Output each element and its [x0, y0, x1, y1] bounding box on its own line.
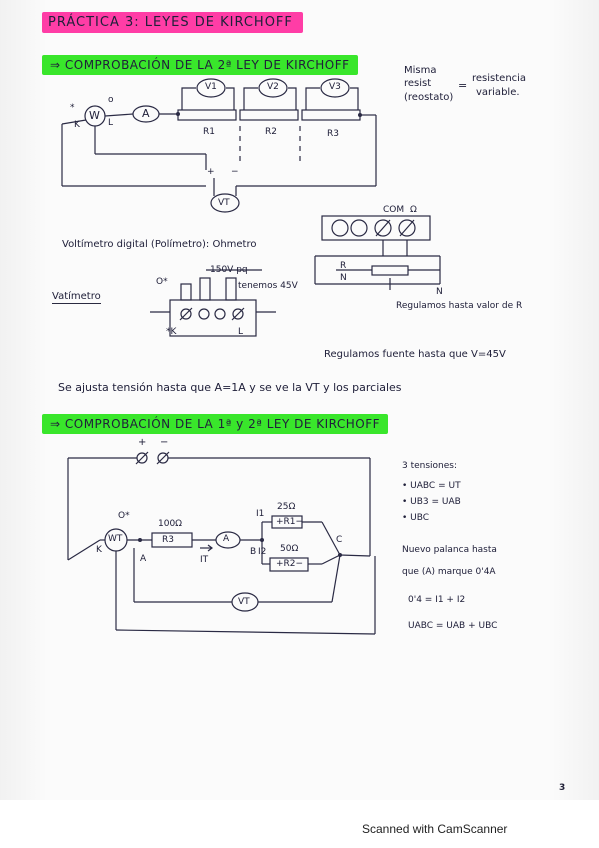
- notes2-line-6: que (A) marque 0'4A: [402, 567, 496, 577]
- ammeter-symbol: A: [142, 107, 150, 120]
- current-i2-label: I2: [258, 547, 267, 557]
- wattmeter-symbol: W: [89, 109, 100, 122]
- voltmeter-1-symbol: V1: [205, 82, 217, 92]
- r2-value: 50Ω: [280, 544, 299, 554]
- rheostat-note: Regulamos hasta valor de R: [396, 301, 523, 311]
- r1-value: 25Ω: [277, 502, 296, 512]
- wattmeter-range: 150V pq: [210, 265, 248, 275]
- wattmeter-heading: Vatímetro: [52, 291, 101, 304]
- wattmeter-l-label: L: [238, 327, 244, 337]
- voltmeter-t-symbol: VT: [218, 198, 230, 208]
- current-it-label: IT: [200, 555, 209, 565]
- note-right-2: variable.: [476, 87, 520, 98]
- regulate-text: Regulamos fuente hasta que V=45V: [324, 349, 506, 360]
- scanner-footer: Scanned with CamScanner: [362, 822, 508, 836]
- r3-value: 100Ω: [158, 519, 183, 529]
- wattmeter2-k-label: K: [96, 545, 102, 555]
- section1-heading: ⇒ COMPROBACIÓN DE LA 2ª LEY DE KIRCHOFF: [42, 55, 358, 75]
- note-equals: =: [458, 79, 468, 92]
- note-right-1: resistencia: [472, 73, 527, 84]
- adjust-text: Se ajusta tensión hasta que A=1A y se ve…: [58, 381, 402, 394]
- terminal-star-label: *: [70, 103, 75, 113]
- resistor-2-label: R2: [265, 127, 277, 137]
- rheostat-diagram: [314, 215, 441, 290]
- resistor-3-label: R3: [327, 129, 339, 139]
- r2-label: +R2−: [276, 559, 304, 569]
- terminal-l-label: L: [108, 118, 114, 128]
- rheostat-n-label: N: [340, 273, 347, 283]
- voltmeter-3-symbol: V3: [329, 82, 341, 92]
- circuit-1-diagram: [61, 78, 377, 213]
- source2-plus: +: [138, 437, 147, 448]
- wattmeter-note: tenemos 45V: [238, 281, 298, 291]
- notes2-line-4: • UBC: [402, 513, 430, 523]
- source2-minus: −: [160, 437, 169, 448]
- resistor-1-label: R1: [203, 127, 215, 137]
- wattmeter-o-label: O*: [156, 277, 168, 287]
- ohmmeter-text: Voltímetro digital (Polímetro): Ohmetro: [62, 239, 257, 250]
- r3-label: R3: [162, 535, 174, 545]
- notes2-line-8: UABC = UAB + UBC: [408, 621, 498, 631]
- voltmeter2-t-symbol: VT: [238, 597, 250, 607]
- note-left-1: Misma: [404, 65, 437, 76]
- notes2-line-2: • UABC = UT: [402, 481, 461, 491]
- rheostat-n2-label: N: [436, 287, 443, 297]
- notes2-line-5: Nuevo palanca hasta: [402, 545, 497, 555]
- note-left-2: resist: [404, 78, 432, 89]
- current-i1-label: I1: [256, 509, 265, 519]
- scanned-page: PRÁCTICA 3: LEYES DE KIRCHOFF ⇒ COMPROBA…: [0, 0, 599, 800]
- note-left-3: (reostato): [404, 92, 454, 103]
- node-b-label: B: [250, 547, 257, 557]
- node-a-label: A: [140, 554, 147, 564]
- source-minus-label: −: [231, 167, 239, 177]
- wattmeter-diagram: [150, 269, 276, 337]
- page-title: PRÁCTICA 3: LEYES DE KIRCHOFF: [42, 12, 303, 33]
- ammeter2-symbol: A: [223, 534, 230, 544]
- voltmeter-2-symbol: V2: [267, 82, 279, 92]
- rheostat-com-label: COM: [383, 205, 405, 215]
- source-plus-label: +: [207, 167, 215, 177]
- section2-heading: ⇒ COMPROBACIÓN DE LA 1ª y 2ª LEY DE KIRC…: [42, 414, 389, 434]
- notes2-line-7: 0'4 = I1 + I2: [408, 595, 466, 605]
- wattmeter2-symbol: WT: [108, 534, 123, 544]
- circuit-2-diagram: [67, 451, 376, 635]
- node-c-label: C: [336, 535, 343, 545]
- notes2-line-1: 3 tensiones:: [402, 461, 458, 471]
- rheostat-r-label: R: [340, 261, 347, 271]
- terminal-k-label: K: [74, 120, 80, 130]
- page-number: 3: [559, 783, 566, 793]
- terminal-o-label: o: [108, 95, 114, 105]
- notes2-line-3: • UB3 = UAB: [402, 497, 461, 507]
- r1-label: +R1−: [276, 517, 304, 527]
- wattmeter2-o-label: O*: [118, 511, 130, 521]
- wattmeter-k-label: *K: [166, 327, 177, 337]
- rheostat-omega-label: Ω: [410, 205, 417, 215]
